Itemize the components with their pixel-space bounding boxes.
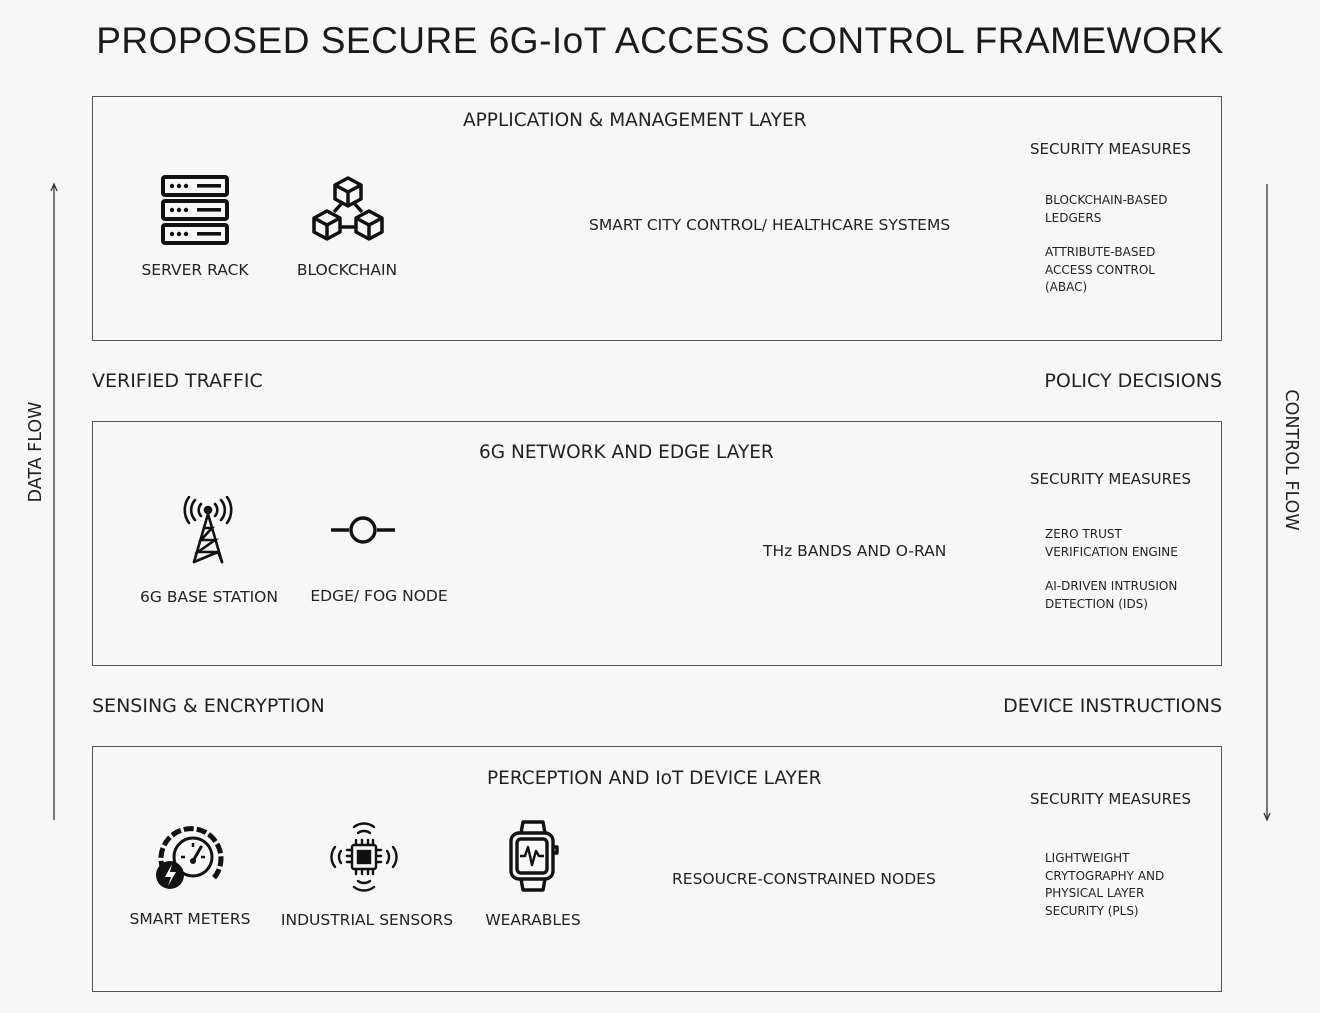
base-station-icon [183, 496, 233, 564]
icon-label: WEARABLES [485, 911, 581, 929]
icon-label: SERVER RACK [141, 261, 249, 279]
policy-decisions-label: POLICY DECISIONS [1044, 370, 1222, 392]
server-rack-icon [161, 175, 229, 245]
layer-title: APPLICATION & MANAGEMENT LAYER [463, 110, 807, 131]
device-layer: PERCEPTION AND IoT DEVICE LAYER SECURITY… [92, 746, 1222, 992]
industrial-sensor-icon [330, 822, 398, 892]
security-heading: SECURITY MEASURES [1030, 140, 1191, 158]
layer-title: 6G NETWORK AND EDGE LAYER [479, 442, 774, 463]
security-item: LIGHTWEIGHT CRYTOGRAPHY AND PHYSICAL LAY… [1045, 851, 1165, 918]
icon-label: BLOCKCHAIN [296, 261, 398, 279]
application-layer: APPLICATION & MANAGEMENT LAYER SECURITY … [92, 96, 1222, 341]
icon-label: 6G BASE STATION [140, 588, 278, 606]
security-heading: SECURITY MEASURES [1030, 790, 1191, 808]
control-flow-arrow [1263, 184, 1271, 822]
layer-description: THz BANDS AND O-RAN [763, 542, 947, 560]
security-item: ZERO TRUST VERIFICATION ENGINE [1045, 527, 1178, 559]
security-item: BLOCKCHAIN-BASED LEDGERS [1045, 193, 1168, 225]
page-title: PROPOSED SECURE 6G-IoT ACCESS CONTROL FR… [96, 20, 1224, 61]
icon-label: SMART METERS [129, 910, 251, 928]
data-flow-label: DATA FLOW [26, 401, 46, 503]
verified-traffic-label: VERIFIED TRAFFIC [92, 370, 263, 392]
icon-label: EDGE/ FOG NODE [310, 587, 448, 605]
icon-label: INDUSTRIAL SENSORS [280, 911, 454, 929]
security-heading: SECURITY MEASURES [1030, 470, 1191, 488]
data-flow-arrow [50, 182, 58, 820]
sensing-encryption-label: SENSING & ENCRYPTION [92, 695, 325, 717]
security-item: ATTRIBUTE-BASED ACCESS CONTROL (ABAC) [1045, 245, 1156, 294]
wearable-icon [509, 820, 559, 892]
smart-meter-icon [156, 826, 224, 889]
edge-node-icon [331, 516, 395, 544]
security-item: AI-DRIVEN INTRUSION DETECTION (IDS) [1045, 579, 1178, 611]
blockchain-icon [312, 176, 384, 241]
layer-description: SMART CITY CONTROL/ HEALTHCARE SYSTEMS [589, 216, 951, 234]
network-layer: 6G NETWORK AND EDGE LAYER SECURITY MEASU… [92, 421, 1222, 666]
control-flow-label: CONTROL FLOW [1281, 389, 1301, 531]
layer-title: PERCEPTION AND IoT DEVICE LAYER [487, 768, 822, 789]
layer-description: RESOUCRE-CONSTRAINED NODES [672, 870, 936, 888]
device-instructions-label: DEVICE INSTRUCTIONS [1003, 695, 1222, 717]
